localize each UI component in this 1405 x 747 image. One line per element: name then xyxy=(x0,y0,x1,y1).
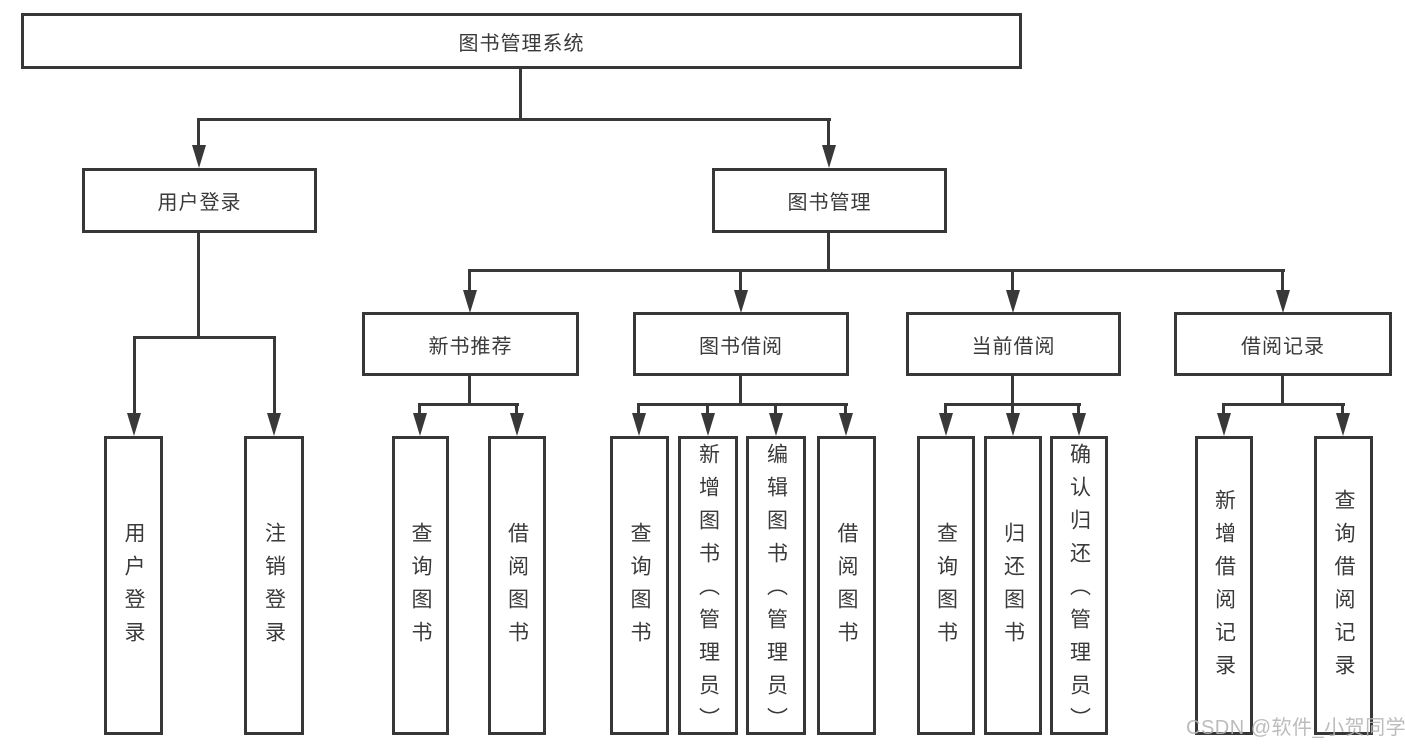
node-new-book-recommend: 新书推荐 xyxy=(362,312,579,376)
arrow-to-bb-borrow xyxy=(839,413,853,436)
arrow-to-cb-return xyxy=(1006,413,1020,436)
arrow-to-leaf-logout xyxy=(267,413,281,436)
leaf-bb-query-books: 查询图书 xyxy=(610,436,669,735)
connector-cb-stem xyxy=(1011,376,1014,404)
leaf-bb-edit-books-admin: 编辑图书（管理员） xyxy=(746,436,806,740)
connector-to-bb-add-shaft xyxy=(706,403,709,414)
leaf-cb-return-books: 归还图书 xyxy=(984,436,1042,735)
connector-br-stem xyxy=(1281,376,1284,404)
leaf-bb-borrow-books: 借阅图书 xyxy=(817,436,876,735)
connector-to-cb-confirm-shaft xyxy=(1077,403,1080,414)
connector-root-stem xyxy=(519,69,522,119)
connector-nbr-stem xyxy=(468,376,471,404)
connector-nbr-bar xyxy=(418,403,519,406)
connector-to-leaf-logout-shaft xyxy=(273,336,276,414)
arrow-to-bb-edit xyxy=(769,413,783,436)
connector-to-br-query-shaft xyxy=(1341,403,1344,414)
connector-to-bb-edit-shaft xyxy=(774,403,777,414)
connector-to-leaf-user-login-shaft xyxy=(133,336,136,414)
arrow-to-cb-confirm xyxy=(1072,413,1086,436)
connector-user-login-bar xyxy=(133,336,276,339)
arrow-to-nbr-borrow xyxy=(510,413,524,436)
arrow-to-bb-add xyxy=(701,413,715,436)
node-user-login: 用户登录 xyxy=(82,168,317,233)
node-root-system: 图书管理系统 xyxy=(21,13,1022,69)
leaf-user-login: 用户登录 xyxy=(104,436,163,735)
connector-to-bb-borrow-shaft xyxy=(844,403,847,414)
node-current-borrowing: 当前借阅 xyxy=(906,312,1121,376)
connector-bb-bar xyxy=(637,403,848,406)
leaf-cb-query-books: 查询图书 xyxy=(917,436,975,735)
connector-to-nbr-borrow-shaft xyxy=(515,403,518,414)
connector-to-new-book-recommend-shaft xyxy=(468,269,471,291)
arrow-to-book-management xyxy=(822,145,836,168)
leaf-bb-add-books-admin: 新增图书（管理员） xyxy=(678,436,738,740)
connector-to-current-borrowing-shaft xyxy=(1011,269,1014,291)
leaf-br-add-record: 新增借阅记录 xyxy=(1195,436,1253,735)
connector-to-borrowing-records-shaft xyxy=(1281,269,1284,291)
connector-to-cb-query-shaft xyxy=(944,403,947,414)
arrow-to-bb-query xyxy=(632,413,646,436)
arrow-to-br-query xyxy=(1336,413,1350,436)
leaf-nbr-query-books: 查询图书 xyxy=(392,436,449,735)
connector-book-management-bar xyxy=(468,269,1285,272)
leaf-nbr-borrow-books: 借阅图书 xyxy=(488,436,546,735)
leaf-br-query-record: 查询借阅记录 xyxy=(1314,436,1373,735)
arrow-to-user-login xyxy=(192,145,206,168)
arrow-to-br-add xyxy=(1217,413,1231,436)
connector-to-cb-return-shaft xyxy=(1011,403,1014,414)
arrow-to-leaf-user-login xyxy=(127,413,141,436)
connector-to-user-login-shaft xyxy=(197,118,200,146)
leaf-cb-confirm-return-admin: 确认归还（管理员） xyxy=(1050,436,1108,740)
connector-to-br-add-shaft xyxy=(1222,403,1225,414)
arrow-to-book-borrowing xyxy=(734,290,748,313)
connector-to-book-borrowing-shaft xyxy=(739,269,742,291)
connector-to-bb-query-shaft xyxy=(637,403,640,414)
arrow-to-nbr-query xyxy=(413,413,427,436)
node-book-management: 图书管理 xyxy=(712,168,947,233)
arrow-to-new-book-recommend xyxy=(463,290,477,313)
csdn-watermark: CSDN @软件_小贺同学 xyxy=(1186,717,1405,739)
connector-to-nbr-query-shaft xyxy=(418,403,421,414)
arrow-to-borrowing-records xyxy=(1276,290,1290,313)
arrow-to-current-borrowing xyxy=(1006,290,1020,313)
connector-bb-stem xyxy=(739,376,742,404)
leaf-logout: 注销登录 xyxy=(244,436,304,735)
node-book-borrowing: 图书借阅 xyxy=(633,312,849,376)
node-borrowing-records: 借阅记录 xyxy=(1174,312,1392,376)
connector-br-bar xyxy=(1222,403,1345,406)
connector-user-login-stem xyxy=(197,233,200,337)
arrow-to-cb-query xyxy=(939,413,953,436)
connector-root-bar xyxy=(197,118,831,121)
connector-to-book-management-shaft xyxy=(827,118,830,146)
connector-book-management-stem xyxy=(827,233,830,270)
